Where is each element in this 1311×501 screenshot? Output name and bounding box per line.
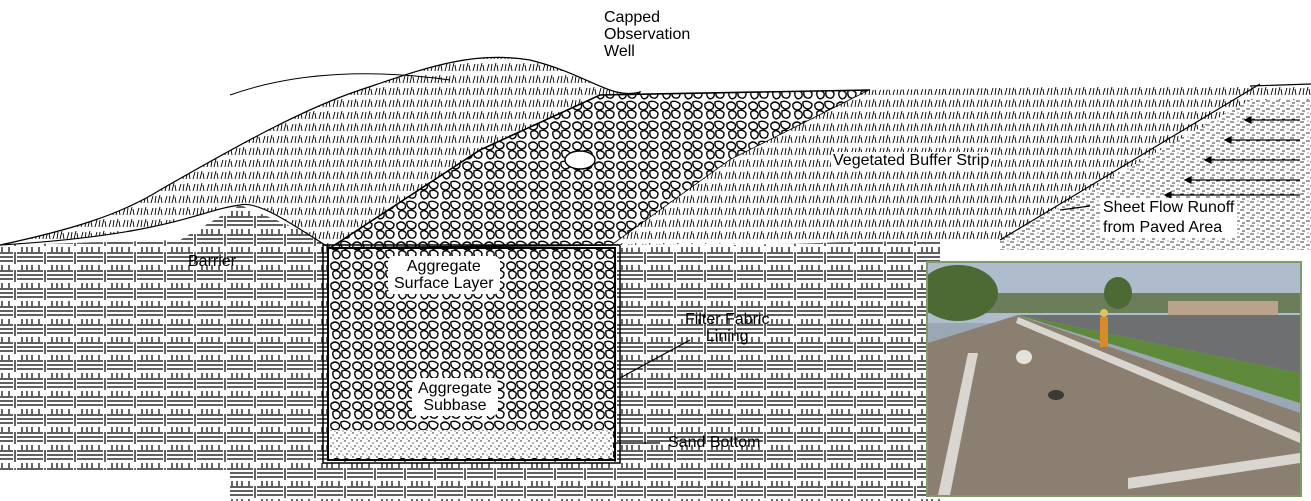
photo-of-infiltration-trench-icon — [928, 263, 1300, 495]
aggregate-surface-layer-label: Aggregate Surface Layer — [388, 256, 500, 294]
capped-observation-well-label: Capped Observation Well — [604, 9, 690, 60]
sheet-flow-runoff-label: Sheet Flow Runoff from Paved Area — [1100, 198, 1237, 238]
sand-bottom-label: Sand Bottom — [668, 434, 761, 451]
aggregate-subbase-label: Aggregate Subbase — [412, 378, 498, 416]
vegetated-buffer-strip-label: Vegetated Buffer Strip — [831, 152, 991, 169]
trench-photo — [926, 261, 1302, 497]
filter-fabric-lining-label: Filter Fabric Lining — [685, 311, 769, 345]
barrier-label: Barrier — [188, 253, 236, 270]
